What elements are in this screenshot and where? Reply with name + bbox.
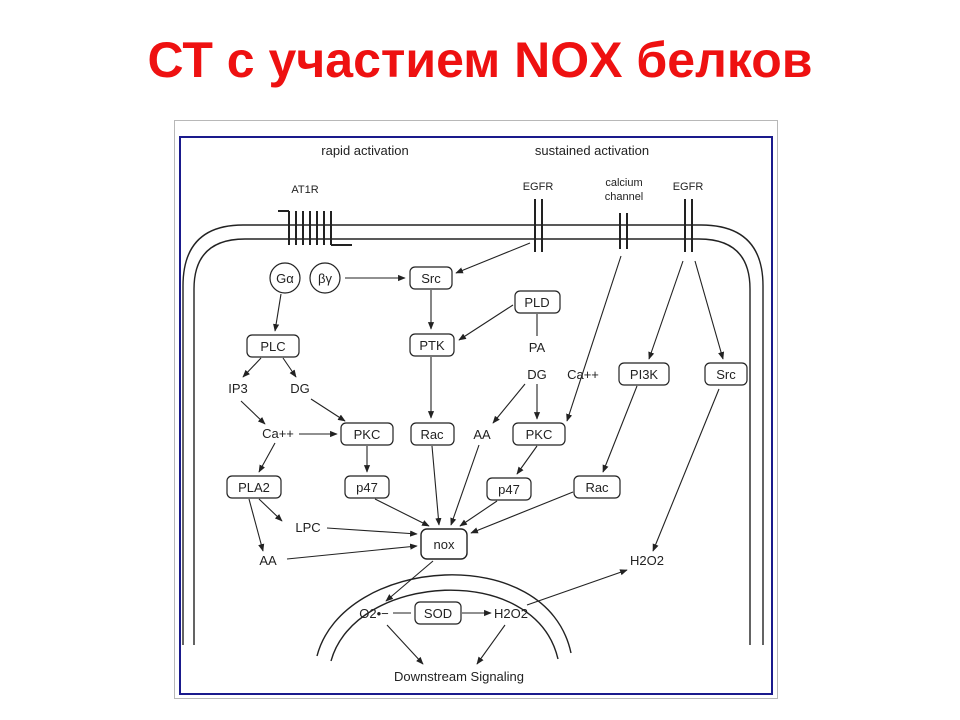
arrow-ip3-ca xyxy=(240,400,266,425)
calcium-channel-label-1: calcium xyxy=(605,177,642,189)
sod-box xyxy=(414,601,462,625)
pa-label: PA xyxy=(529,340,546,355)
rac-right-box xyxy=(573,475,621,499)
src-right-box xyxy=(704,362,748,386)
src-top-label: Src xyxy=(421,271,441,286)
ptk-box xyxy=(409,333,455,357)
rac-center-label: Rac xyxy=(420,427,444,442)
rac-right-label: Rac xyxy=(585,480,609,495)
ptk-label: PTK xyxy=(419,338,445,353)
pla2-box xyxy=(226,475,282,499)
arrow-egfr-src xyxy=(455,242,531,274)
ca-left-label: Ca++ xyxy=(262,426,294,441)
cell-membrane-outer xyxy=(182,224,764,645)
pkc-right-label: PKC xyxy=(526,427,553,442)
p47-left-box xyxy=(344,475,390,499)
arrow-egfr-src xyxy=(694,260,725,360)
arrow-h2o2-downstream xyxy=(476,624,506,665)
nox-box xyxy=(420,528,468,560)
egfr-right-label: EGFR xyxy=(673,181,704,193)
calcium-channel xyxy=(619,213,628,249)
arrow-nox-superoxide xyxy=(385,560,434,602)
h2o2-right-label: H2O2 xyxy=(630,553,664,568)
arrow-egfr-pi3k xyxy=(648,260,684,360)
superoxide-label: O2•− xyxy=(359,606,389,621)
arrow-p47-right-nox xyxy=(459,500,498,527)
pld-label: PLD xyxy=(524,295,549,310)
pathway-diagram: rapid activation sustained activation AT… xyxy=(179,136,773,695)
pld-box xyxy=(514,290,561,314)
arrow-aa-nox xyxy=(286,543,418,560)
g-alpha-node xyxy=(269,262,301,294)
lpc-label: LPC xyxy=(295,520,320,535)
aa-center-label: AA xyxy=(473,427,491,442)
pkc-left-label: PKC xyxy=(354,427,381,442)
pathway-arrows xyxy=(240,242,725,665)
egfr-right-receptor xyxy=(684,199,693,252)
pi3k-label: PI3K xyxy=(630,367,659,382)
h2o2-bottom-label: H2O2 xyxy=(494,606,528,621)
egfr-left-label: EGFR xyxy=(523,181,554,193)
pla2-label: PLA2 xyxy=(238,480,270,495)
arrow-h2o2-h2o2 xyxy=(526,569,628,606)
sustained-activation-label: sustained activation xyxy=(535,143,649,158)
arrow-src-h2o2 xyxy=(652,388,720,552)
src-right-label: Src xyxy=(716,367,736,382)
aa-left-label: AA xyxy=(259,553,277,568)
pkc-left-box xyxy=(340,422,394,446)
nuclear-envelope-inner xyxy=(330,589,559,662)
p47-right-label: p47 xyxy=(498,482,520,497)
diagram-frame xyxy=(179,136,773,695)
pkc-right-box xyxy=(512,422,566,446)
cell-membrane-inner xyxy=(193,238,751,645)
arrow-rac-nox xyxy=(431,445,442,526)
arrow-superoxide-downstream xyxy=(386,624,424,665)
egfr-left-receptor xyxy=(534,199,543,252)
arrow-galpha-plc xyxy=(273,293,282,332)
arrow-pld-ptk xyxy=(458,304,514,341)
beta-gamma-label: βγ xyxy=(318,271,332,286)
ip3-label: IP3 xyxy=(228,381,248,396)
p47-right-box xyxy=(486,477,532,501)
plc-box xyxy=(246,334,300,358)
downstream-signaling-label: Downstream Signaling xyxy=(394,669,524,684)
nox-label: nox xyxy=(434,537,455,552)
arrow-ca-pla2 xyxy=(258,442,276,473)
arrow-dg-aa xyxy=(492,383,526,424)
dg-right-label: DG xyxy=(527,367,547,382)
arrow-pla2-lpc xyxy=(258,498,283,522)
arrow-dg-pkc xyxy=(310,398,346,422)
arrow-aa-center-nox xyxy=(450,444,480,526)
arrow-pkc-p47-right xyxy=(516,445,538,475)
sod-label: SOD xyxy=(424,606,452,621)
rac-center-box xyxy=(410,422,455,446)
ca-right-label: Ca++ xyxy=(567,367,599,382)
arrow-plc-dg xyxy=(282,357,297,378)
at1r-receptor xyxy=(278,210,352,246)
src-top-box xyxy=(409,266,453,290)
beta-gamma-node xyxy=(309,262,341,294)
arrow-pi3k-rac xyxy=(602,385,638,473)
g-alpha-label: Gα xyxy=(276,271,294,286)
arrow-rac-right-nox xyxy=(470,491,574,534)
p47-left-label: p47 xyxy=(356,480,378,495)
dg-left-label: DG xyxy=(290,381,310,396)
pi3k-box xyxy=(618,362,670,386)
slide-title: СТ с участием NOX белков xyxy=(147,32,813,88)
arrow-pla2-aa xyxy=(248,498,265,552)
arrow-channel-pkc xyxy=(566,255,622,422)
arrow-p47-nox xyxy=(374,498,430,527)
plc-label: PLC xyxy=(260,339,285,354)
calcium-channel-label-2: channel xyxy=(605,191,644,203)
nuclear-envelope-outer xyxy=(316,574,572,657)
pathway-figure: rapid activation sustained activation AT… xyxy=(174,120,778,699)
arrow-lpc-nox xyxy=(326,527,418,537)
at1r-label: AT1R xyxy=(291,184,318,196)
rapid-activation-label: rapid activation xyxy=(321,143,408,158)
arrow-plc-ip3 xyxy=(242,357,262,378)
